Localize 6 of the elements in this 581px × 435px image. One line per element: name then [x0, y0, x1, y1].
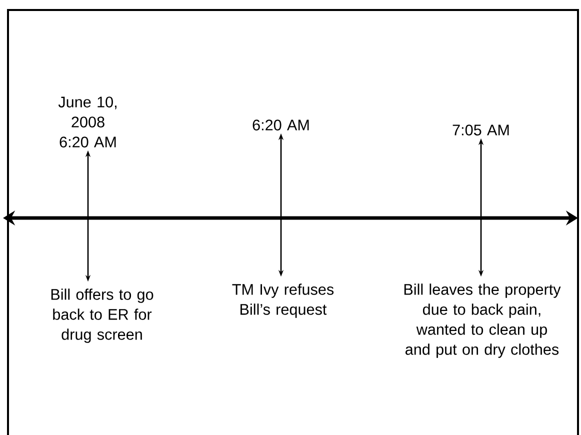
time-label: 6:20 AM — [252, 120, 309, 130]
event-label: TM Ivy refuses Bill’s request — [232, 284, 334, 318]
time-label: June 10, 2008 6:20 AM — [58, 96, 116, 148]
time-label: 7:05 AM — [452, 124, 509, 136]
event-label: Bill leaves the property due to back pain, wanted to clean up and put on dry clothes — [404, 284, 561, 358]
event-label: Bill offers to go back to ER for drug screen — [51, 288, 154, 343]
